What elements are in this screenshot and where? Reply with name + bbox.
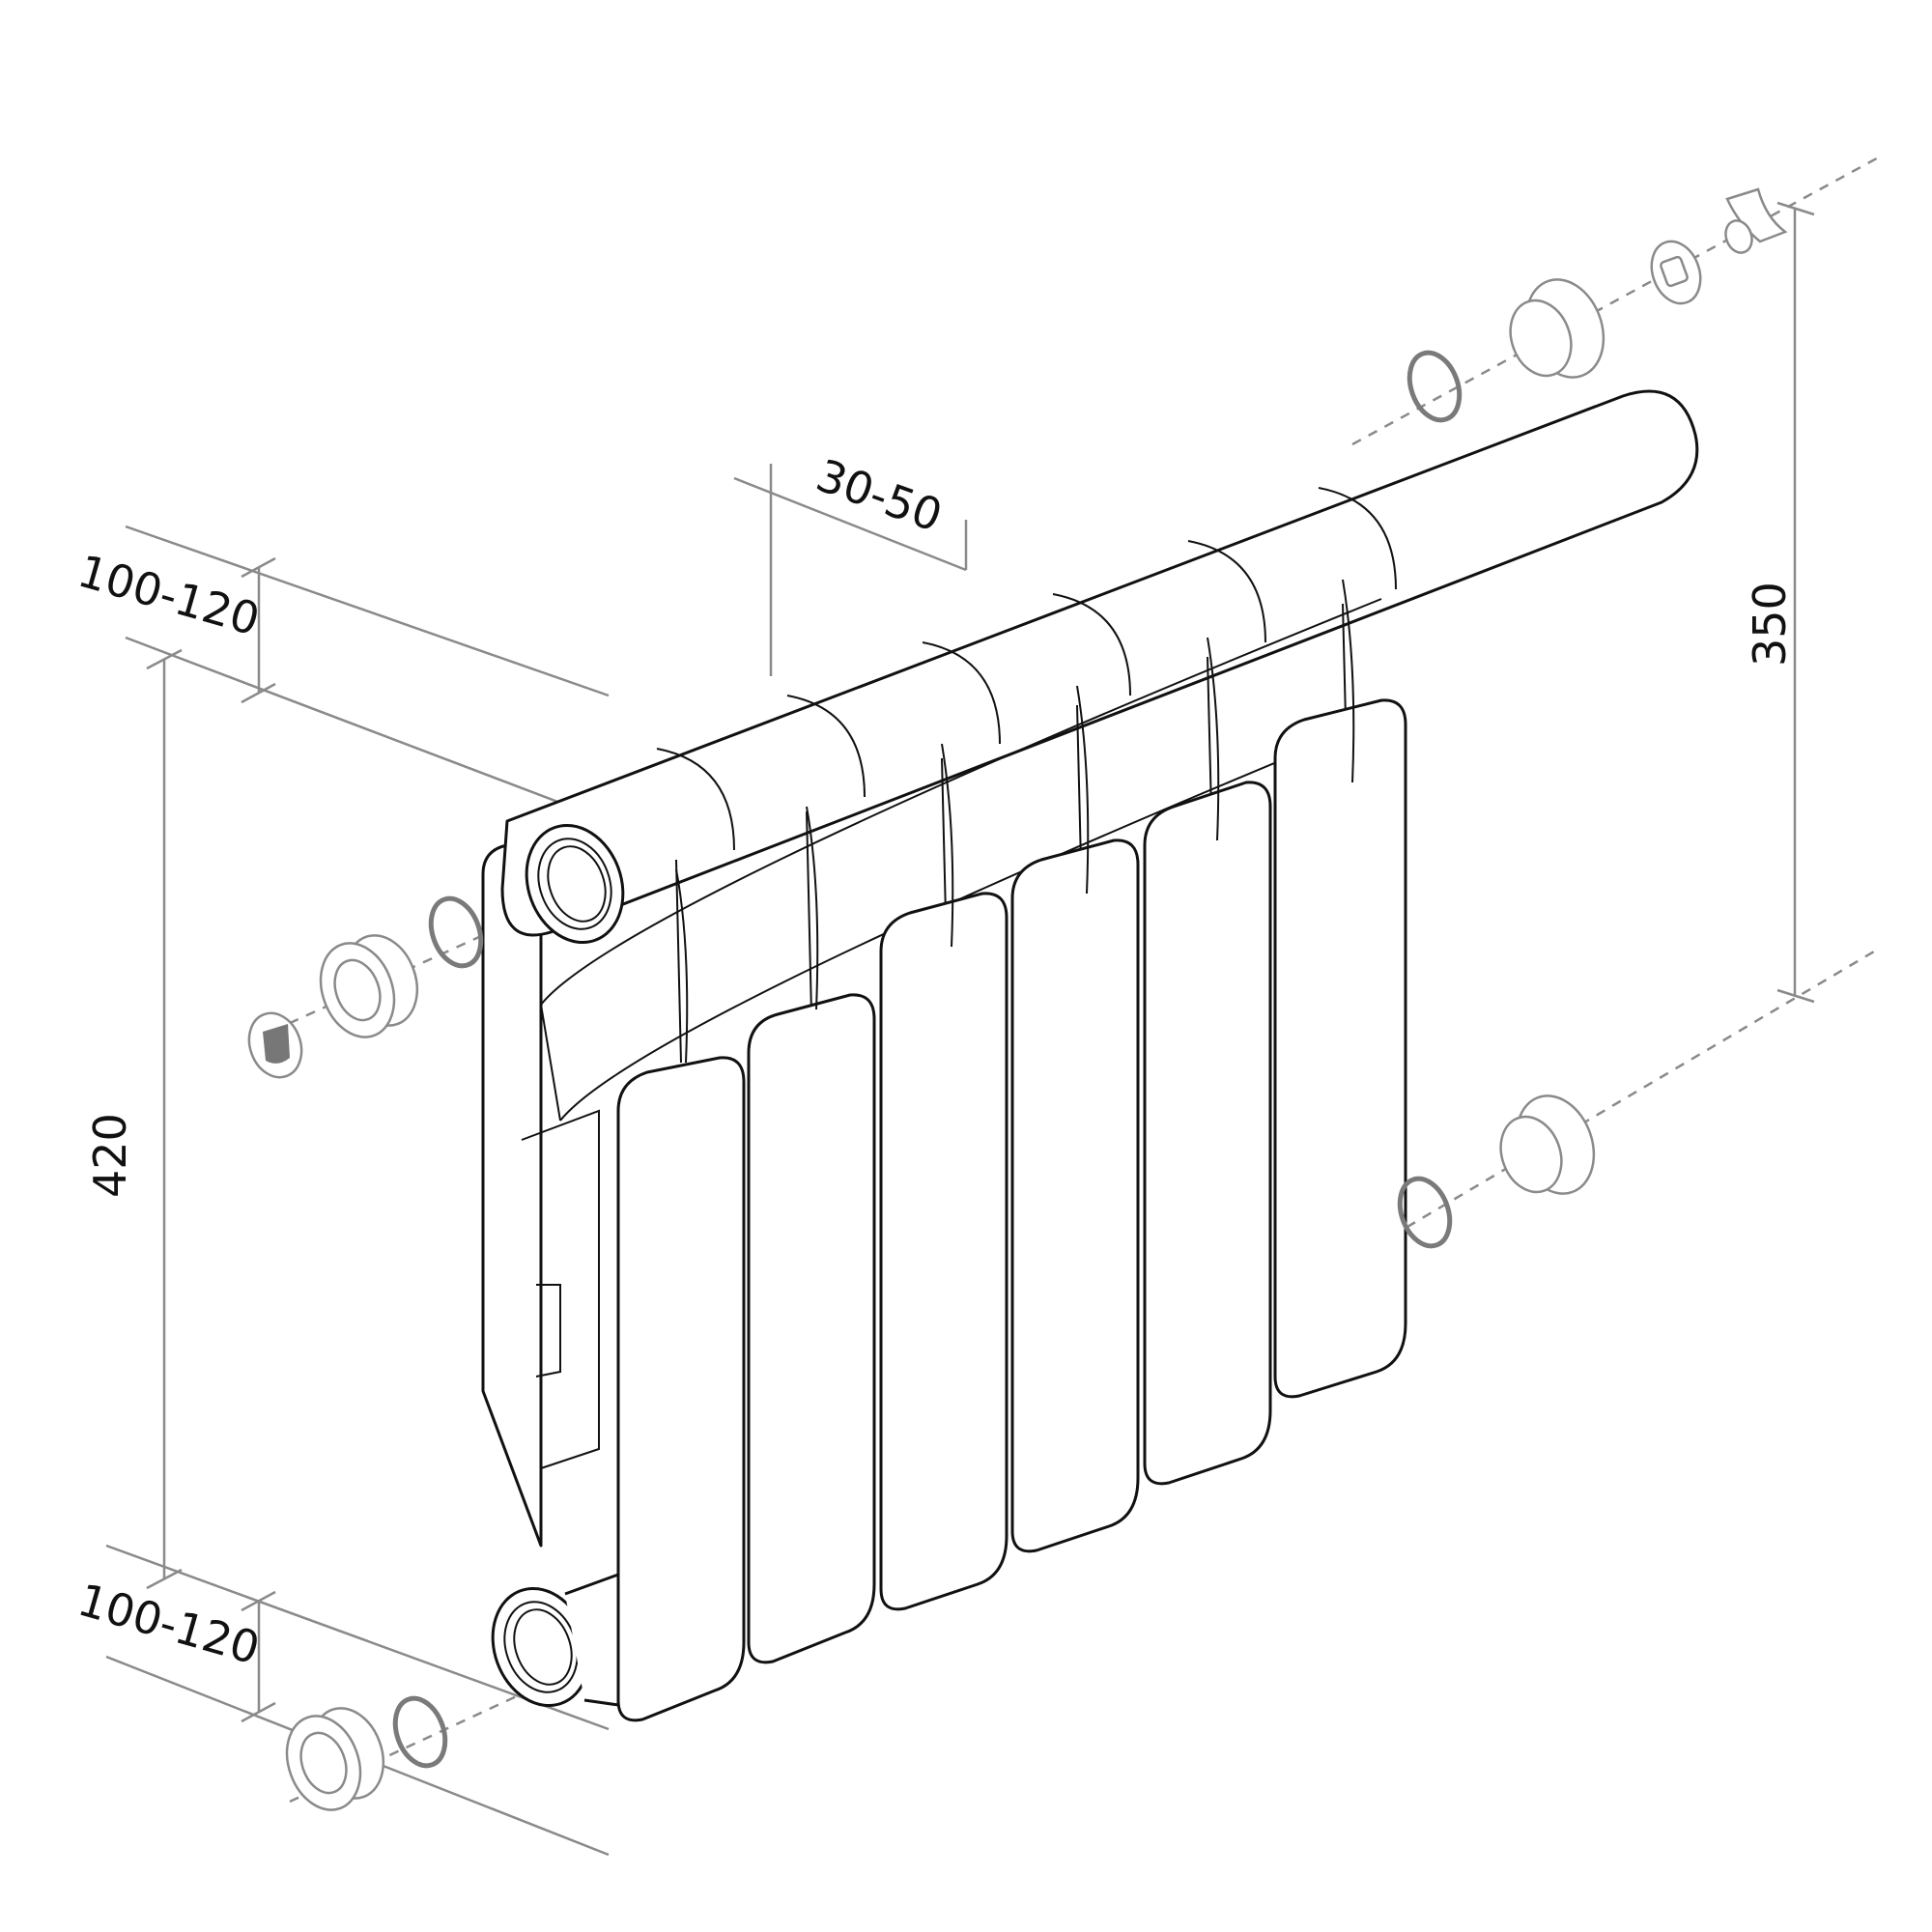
reducer-bushing-bottom-left <box>285 1707 385 1811</box>
reducer-bushing-bottom-right <box>1499 1094 1596 1195</box>
center-distance-label: 350 <box>1744 582 1796 667</box>
reducer-bushing-top-right <box>1509 278 1605 379</box>
right-bottom-fittings <box>1397 1094 1596 1249</box>
radiator-section-5 <box>1143 781 1272 1486</box>
top-left-port <box>525 823 625 945</box>
dimension-wall-gap: 30-50 <box>733 449 968 676</box>
radiator-sections <box>616 698 1407 1722</box>
radiator-body <box>481 389 1699 1722</box>
dimension-total-height: 420 <box>84 648 183 1590</box>
air-vent-key <box>1724 187 1788 254</box>
dimension-top-offset: 100-120 <box>72 525 610 823</box>
radiator-section-4 <box>1010 838 1140 1553</box>
assembly-axes <box>255 153 1885 1804</box>
fin-hooks <box>675 579 1355 1064</box>
radiator-section-3 <box>879 892 1009 1611</box>
radiator-section-6 <box>1273 698 1407 1399</box>
left-bottom-fittings <box>285 1695 448 1811</box>
radiator-section-2 <box>747 993 876 1664</box>
wall-gap-label: 30-50 <box>810 449 949 542</box>
dimension-center-distance: 350 <box>1744 201 1815 1004</box>
right-top-fittings <box>1406 187 1788 423</box>
gasket-ring-bottom-right <box>1397 1176 1453 1249</box>
gasket-ring-top-left <box>428 895 484 969</box>
total-height-label: 420 <box>84 1113 136 1198</box>
air-vent-adapter <box>1650 240 1702 305</box>
bottom-offset-label: 100-120 <box>72 1574 266 1675</box>
radiator-section-1 <box>616 1056 746 1722</box>
reducer-bushing-top-left <box>319 934 419 1038</box>
gasket-ring-top-right <box>1406 350 1463 423</box>
top-offset-label: 100-120 <box>72 545 266 646</box>
blanking-plug <box>247 1011 303 1079</box>
logo-emblem-icon <box>263 1024 290 1064</box>
gasket-ring-bottom-left <box>392 1695 448 1769</box>
bottom-left-port <box>491 1573 620 1708</box>
left-top-fittings <box>247 895 484 1079</box>
